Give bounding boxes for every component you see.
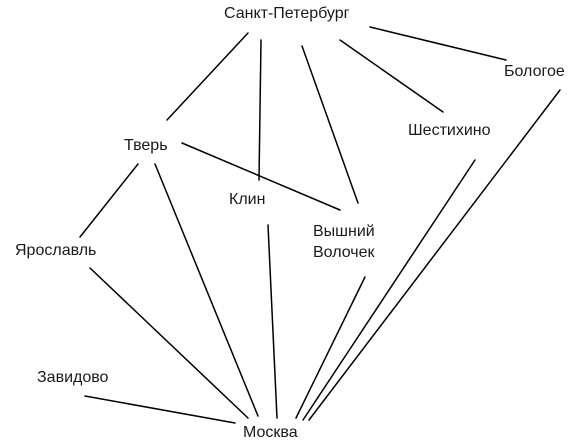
- edge-spb-shestikhino: [339, 39, 444, 113]
- city-shestikhino: Шестихино: [408, 120, 491, 141]
- city-moskva: Москва: [243, 422, 298, 443]
- city-klin-text: Клин: [229, 191, 266, 208]
- edge-yaroslavl-moskva: [89, 267, 249, 419]
- edge-zavidovo-moskva: [84, 395, 236, 424]
- edge-spb-bologoe: [369, 26, 507, 61]
- edge-vyshny-moskva: [295, 276, 366, 419]
- city-vyshny-volochek: Вышний Волочек: [313, 221, 375, 263]
- city-tver-text: Тверь: [124, 137, 168, 154]
- city-sankt-peterburg-text: Санкт-Петербург: [224, 5, 350, 22]
- city-tver: Тверь: [124, 135, 168, 156]
- city-klin: Клин: [229, 189, 265, 210]
- city-vyshny-volochek-line1: Вышний: [313, 223, 375, 240]
- city-zavidovo-text: Завидово: [37, 369, 109, 386]
- city-yaroslavl: Ярославль: [15, 240, 96, 261]
- edge-spb-tver: [166, 32, 249, 121]
- city-yaroslavl-text: Ярославль: [15, 242, 97, 259]
- edge-tver-yaroslavl: [79, 163, 139, 238]
- city-bologoe: Бологое: [504, 61, 565, 82]
- city-sankt-peterburg: Санкт-Петербург: [224, 3, 349, 24]
- city-bologoe-text: Бологое: [504, 63, 565, 80]
- edge-spb-klin: [258, 39, 262, 181]
- edge-spb-vyshny: [301, 45, 359, 204]
- edge-tver-vyshny: [181, 142, 341, 211]
- edge-klin-moskva: [267, 224, 278, 419]
- edge-tver-moskva: [154, 163, 259, 417]
- city-zavidovo: Завидово: [37, 367, 108, 388]
- edge-bologoe-moskva: [308, 89, 561, 421]
- city-vyshny-volochek-line2: Волочек: [313, 244, 375, 261]
- city-moskva-text: Москва: [243, 424, 298, 441]
- city-shestikhino-text: Шестихино: [408, 122, 491, 139]
- edge-shestikhino-moskva: [302, 159, 476, 421]
